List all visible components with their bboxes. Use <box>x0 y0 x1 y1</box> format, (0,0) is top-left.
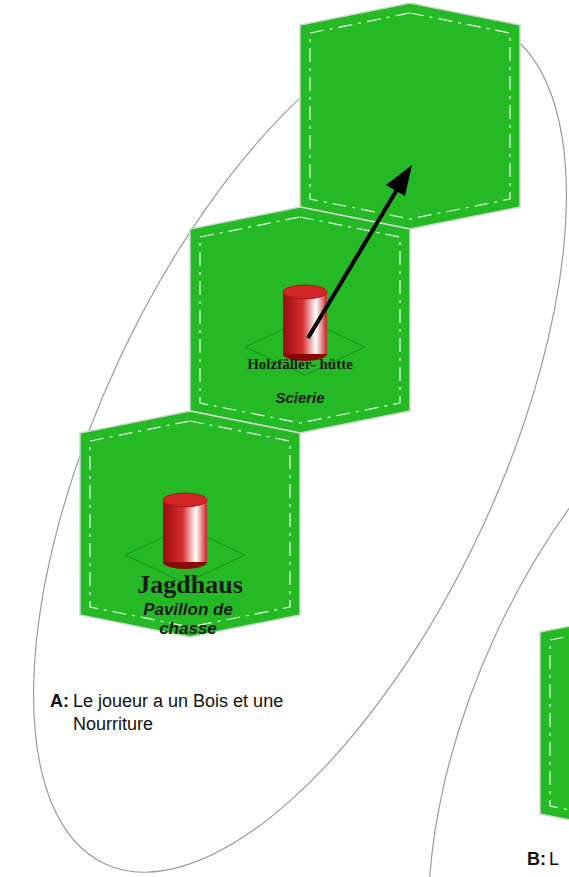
player-pawn <box>163 493 207 569</box>
group-note: Le joueur a un Bois et une Nourriture <box>73 690 313 735</box>
empty-hex-tile <box>300 3 520 229</box>
building-name-de: Holzfäller- hütte <box>245 357 355 372</box>
group-letter: B: <box>527 848 549 871</box>
building-name-fr: Pavillon de chasse <box>123 601 253 638</box>
player-pawn <box>283 285 327 361</box>
building-name-de: Jagdhaus <box>100 571 280 600</box>
arrow-head <box>386 165 412 196</box>
building-name-fr: Scierie <box>245 390 355 407</box>
group-letter: A: <box>50 690 70 713</box>
group-note: L <box>549 848 567 871</box>
partial-hex-tile <box>540 610 569 836</box>
hex-tile: JagdhausPavillon de chasse <box>80 411 300 677</box>
